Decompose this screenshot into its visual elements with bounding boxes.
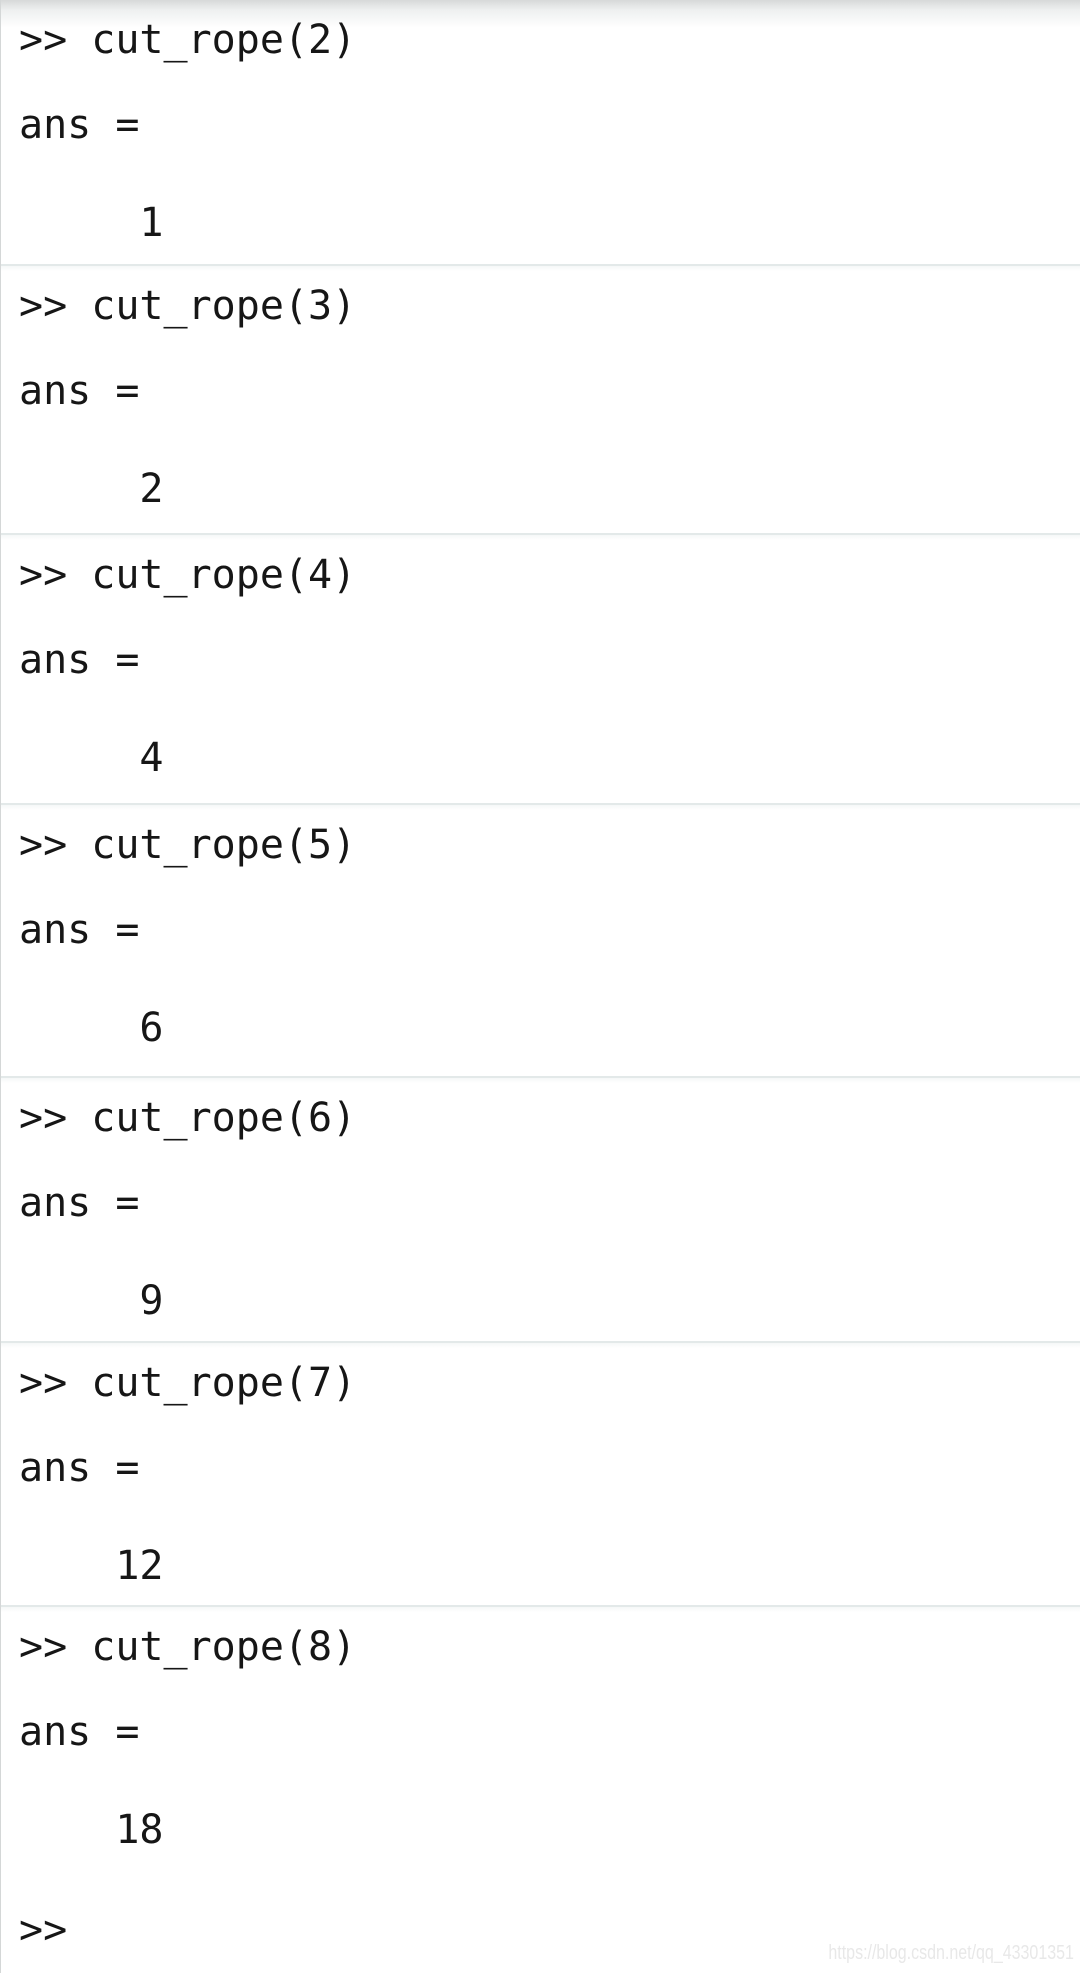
console-entry: >> cut_rope(4) ans = 4 [1, 535, 1080, 805]
console-entry: >> cut_rope(6) ans = 9 [1, 1078, 1080, 1343]
ans-label: ans = [19, 907, 140, 953]
ans-value: 18 [115, 1807, 164, 1853]
ans-value: 6 [139, 1005, 164, 1051]
csdn-watermark: https://blog.csdn.net/qq_43301351 [828, 1942, 1074, 1964]
command-line: >> cut_rope(8) [19, 1624, 357, 1670]
console-entry: >> cut_rope(7) ans = 12 [1, 1343, 1080, 1607]
command-line: >> cut_rope(7) [19, 1360, 357, 1406]
ans-value: 12 [115, 1543, 164, 1589]
ans-value: 4 [139, 735, 164, 781]
console-entry: >> cut_rope(3) ans = 2 [1, 266, 1080, 535]
command-line: >> cut_rope(5) [19, 822, 357, 868]
console-entry: >> cut_rope(2) ans = 1 [1, 0, 1080, 266]
command-line: >> cut_rope(2) [19, 17, 357, 63]
ans-label: ans = [19, 1709, 140, 1755]
ans-value: 1 [139, 200, 164, 246]
console-entry: >> cut_rope(8) ans = 18 >> [1, 1607, 1080, 1973]
console-entry: >> cut_rope(5) ans = 6 [1, 805, 1080, 1078]
command-line: >> cut_rope(3) [19, 283, 357, 329]
command-line: >> cut_rope(4) [19, 552, 357, 598]
ans-label: ans = [19, 368, 140, 414]
command-line: >> cut_rope(6) [19, 1095, 357, 1141]
ans-label: ans = [19, 1445, 140, 1491]
ans-label: ans = [19, 102, 140, 148]
ans-label: ans = [19, 637, 140, 683]
ans-label: ans = [19, 1180, 140, 1226]
command-prompt[interactable]: >> [19, 1907, 68, 1953]
ans-value: 2 [139, 466, 164, 512]
ans-value: 9 [139, 1278, 164, 1324]
